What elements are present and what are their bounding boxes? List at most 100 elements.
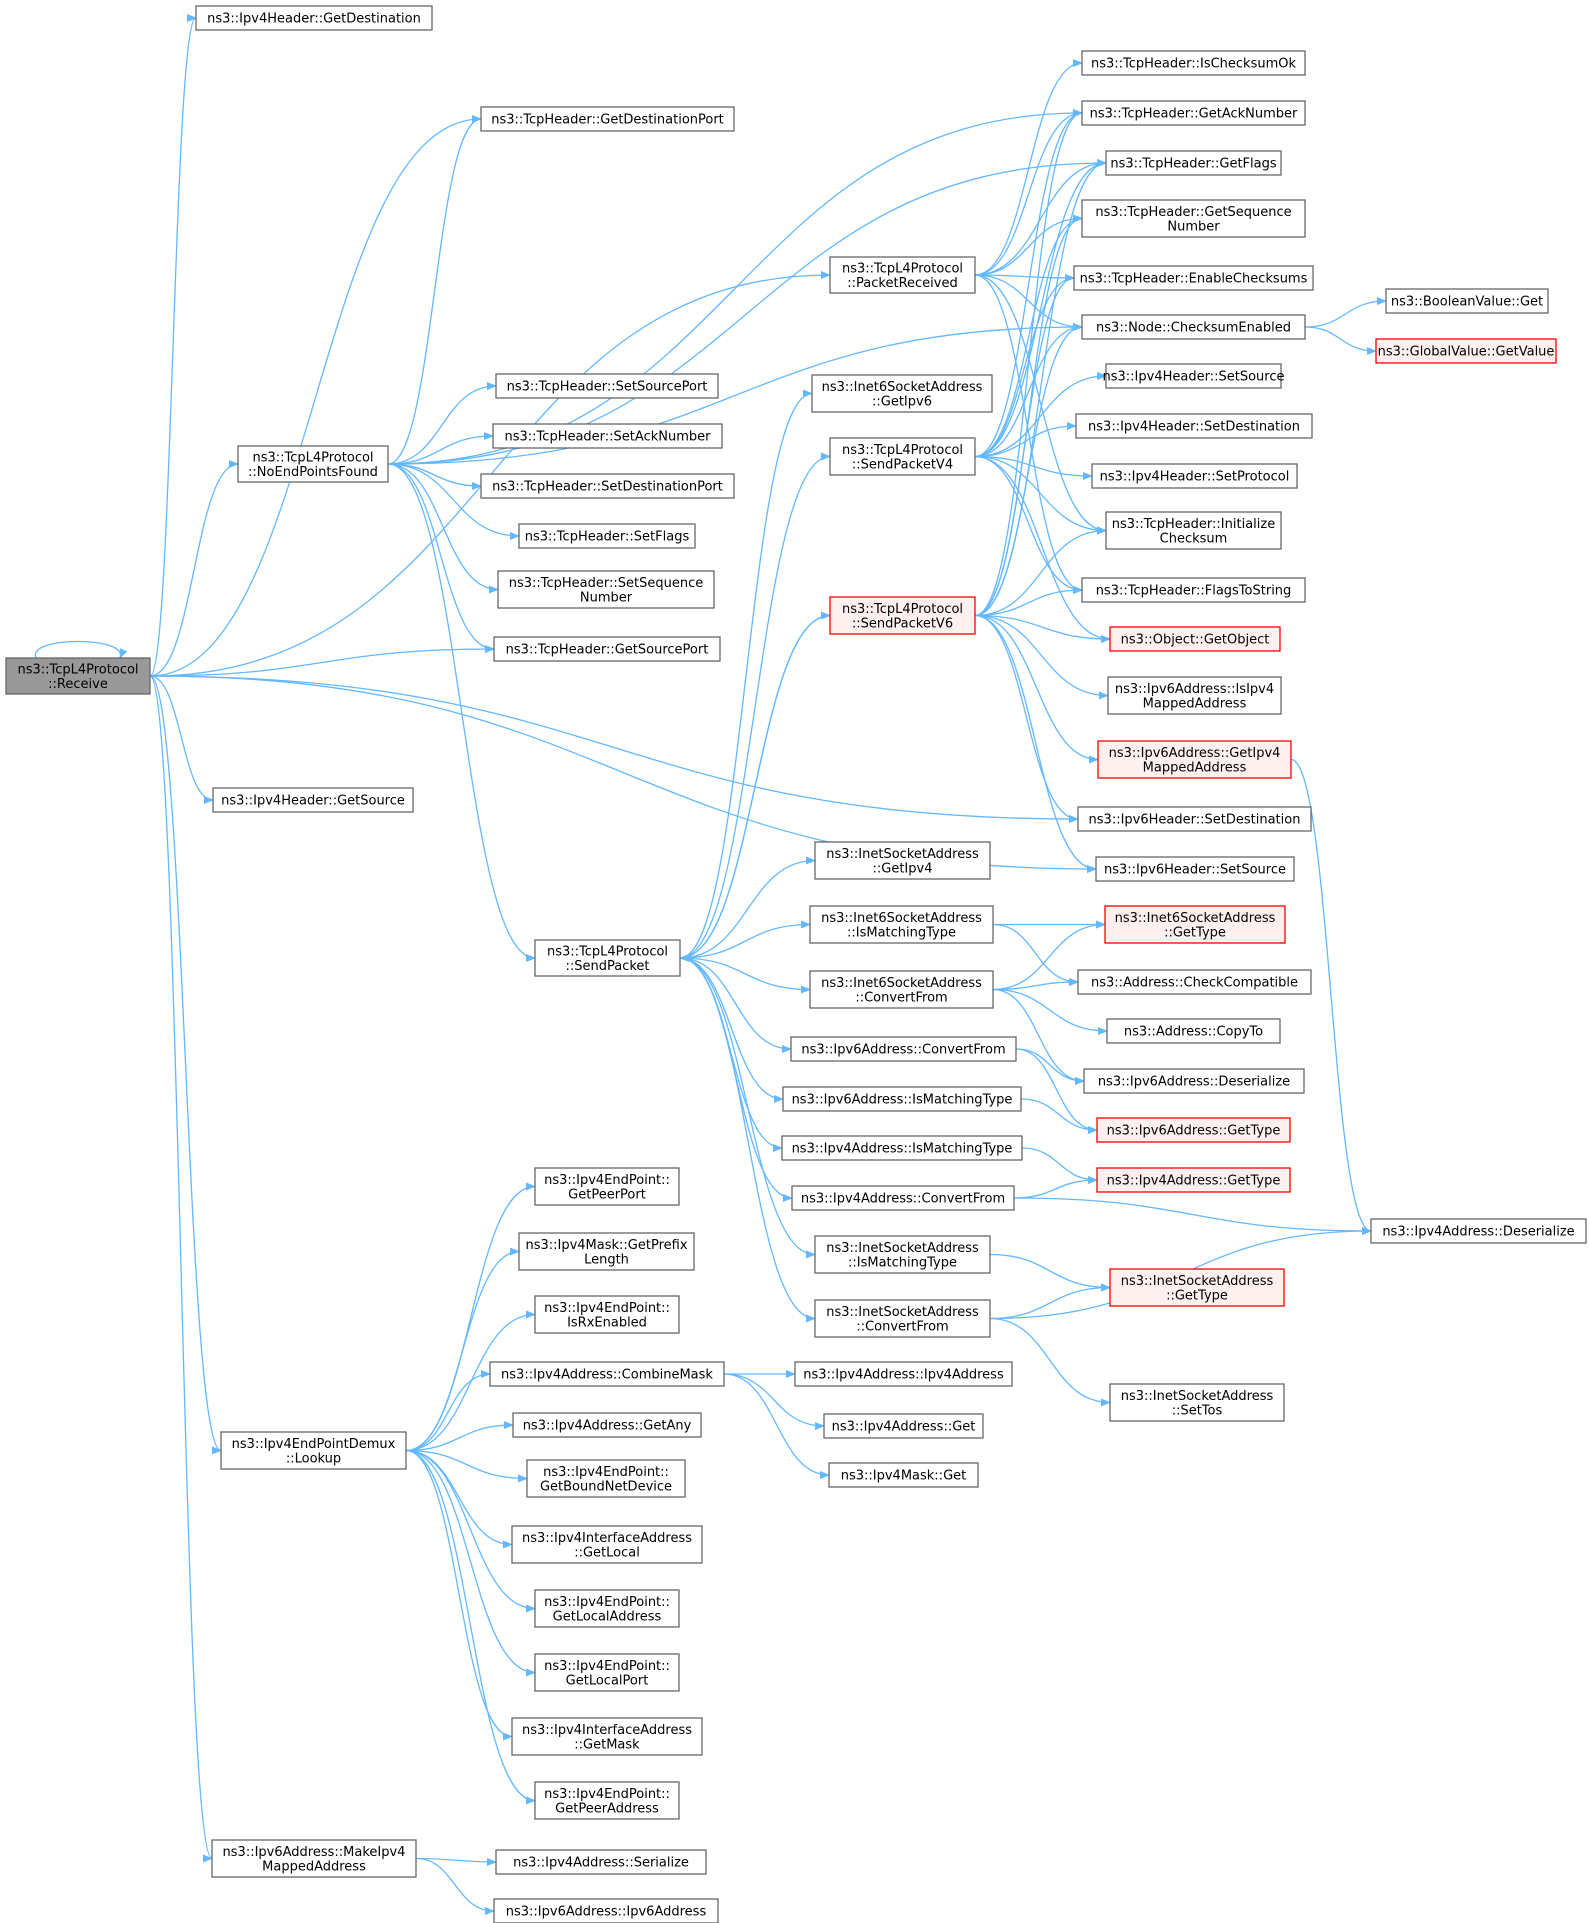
node-th_setack[interactable]: ns3::TcpHeader::SetAckNumber [492, 423, 723, 449]
node-v6a_gettype[interactable]: ns3::Ipv6Address::GetType [1096, 1117, 1291, 1143]
node-box[interactable] [794, 1361, 1013, 1387]
node-box[interactable] [1081, 50, 1306, 76]
node-box[interactable] [497, 570, 715, 609]
node-box[interactable] [518, 1232, 695, 1271]
node-box[interactable] [512, 1412, 702, 1438]
node-v6h_setdest[interactable]: ns3::Ipv6Header::SetDestination [1077, 806, 1312, 832]
node-box[interactable] [237, 445, 389, 483]
node-box[interactable] [781, 1135, 1023, 1161]
node-box[interactable] [1107, 676, 1282, 715]
node-demux_lookup[interactable]: ns3::Ipv4EndPointDemux::Lookup [220, 1431, 407, 1470]
node-box[interactable] [534, 1653, 680, 1692]
node-box[interactable] [212, 787, 414, 813]
node-th_setdestport[interactable]: ns3::TcpHeader::SetDestinationPort [480, 473, 735, 499]
node-box[interactable] [1081, 199, 1306, 238]
node-box[interactable] [1370, 1218, 1587, 1244]
node-isa_gettype[interactable]: ns3::InetSocketAddress::GetType [1109, 1268, 1285, 1307]
node-box[interactable] [1077, 969, 1312, 995]
node-v4ep_getpeeraddr[interactable]: ns3::Ipv4EndPoint::GetPeerAddress [534, 1781, 680, 1820]
node-box[interactable] [1105, 150, 1282, 176]
node-box[interactable] [1073, 265, 1314, 291]
node-v4a_getany[interactable]: ns3::Ipv4Address::GetAny [512, 1412, 702, 1438]
node-th_getack[interactable]: ns3::TcpHeader::GetAckNumber [1081, 100, 1306, 126]
node-gv_getvalue[interactable]: ns3::GlobalValue::GetValue [1375, 338, 1557, 364]
node-isa_convert[interactable]: ns3::InetSocketAddress::ConvertFrom [814, 1299, 991, 1338]
node-box[interactable] [534, 1781, 680, 1820]
node-th_enablechk[interactable]: ns3::TcpHeader::EnableChecksums [1073, 265, 1314, 291]
node-bool_get[interactable]: ns3::BooleanValue::Get [1385, 288, 1549, 314]
node-box[interactable] [1081, 100, 1306, 126]
node-box[interactable] [1081, 577, 1306, 603]
node-box[interactable] [829, 596, 976, 635]
node-v4h_setsrc[interactable]: ns3::Ipv4Header::SetSource [1103, 363, 1285, 389]
node-box[interactable] [828, 1462, 979, 1488]
node-sendpacket[interactable]: ns3::TcpL4Protocol::SendPacket [534, 939, 681, 977]
node-v4a_get[interactable]: ns3::Ipv4Address::Get [823, 1413, 984, 1439]
node-v6a_ismatch[interactable]: ns3::Ipv6Address::IsMatchingType [782, 1086, 1022, 1112]
node-box[interactable] [1091, 463, 1298, 489]
node-v4ia_getmask[interactable]: ns3::Ipv4InterfaceAddress::GetMask [511, 1717, 703, 1756]
node-box[interactable] [782, 1086, 1022, 1112]
node-th_ischk[interactable]: ns3::TcpHeader::IsChecksumOk [1081, 50, 1306, 76]
node-box[interactable] [1109, 1383, 1285, 1422]
node-th_getflags[interactable]: ns3::TcpHeader::GetFlags [1105, 150, 1282, 176]
node-isa_ismatch[interactable]: ns3::InetSocketAddress::IsMatchingType [814, 1235, 991, 1274]
node-v4h_getsrc[interactable]: ns3::Ipv4Header::GetSource [212, 787, 414, 813]
node-v6a_convert[interactable]: ns3::Ipv6Address::ConvertFrom [790, 1036, 1017, 1062]
node-obj_getobj[interactable]: ns3::Object::GetObject [1109, 626, 1281, 652]
node-box[interactable] [809, 970, 994, 1009]
node-box[interactable] [492, 423, 723, 449]
node-v4h_setproto[interactable]: ns3::Ipv4Header::SetProtocol [1091, 463, 1298, 489]
node-sendv4[interactable]: ns3::TcpL4Protocol::SendPacketV4 [829, 437, 976, 476]
node-box[interactable] [480, 473, 735, 499]
node-box[interactable] [1385, 288, 1549, 314]
node-box[interactable] [791, 1185, 1015, 1211]
node-box[interactable] [1095, 856, 1295, 882]
node-node_chk[interactable]: ns3::Node::ChecksumEnabled [1081, 314, 1306, 340]
node-i6sa_convert[interactable]: ns3::Inet6SocketAddress::ConvertFrom [809, 970, 994, 1009]
node-v4ep_getbound[interactable]: ns3::Ipv4EndPoint::GetBoundNetDevice [526, 1459, 686, 1498]
node-box[interactable] [489, 1361, 725, 1387]
node-v4ep_getlocaladdr[interactable]: ns3::Ipv4EndPoint::GetLocalAddress [534, 1589, 680, 1628]
node-v4h_getdest[interactable]: ns3::Ipv4Header::GetDestination [195, 5, 433, 31]
node-box[interactable] [790, 1036, 1017, 1062]
node-sendv6[interactable]: ns3::TcpL4Protocol::SendPacketV6 [829, 596, 976, 635]
node-box[interactable] [829, 256, 976, 294]
node-th_flagstostr[interactable]: ns3::TcpHeader::FlagsToString [1081, 577, 1306, 603]
node-box[interactable] [518, 523, 696, 549]
node-v4h_setdest[interactable]: ns3::Ipv4Header::SetDestination [1075, 413, 1313, 439]
node-box[interactable] [1097, 740, 1292, 779]
node-box[interactable] [493, 636, 721, 662]
node-box[interactable] [814, 1299, 991, 1338]
node-box[interactable] [211, 1839, 417, 1878]
node-i6sa_gettype[interactable]: ns3::Inet6SocketAddress::GetType [1104, 905, 1286, 944]
node-v6h_setsrc[interactable]: ns3::Ipv6Header::SetSource [1095, 856, 1295, 882]
node-box[interactable] [534, 1295, 680, 1334]
node-box[interactable] [809, 905, 994, 944]
node-box[interactable] [1083, 1068, 1305, 1094]
node-box[interactable] [823, 1413, 984, 1439]
node-box[interactable] [1075, 413, 1313, 439]
node-packetreceived[interactable]: ns3::TcpL4Protocol::PacketReceived [829, 256, 976, 294]
node-box[interactable] [1096, 1117, 1291, 1143]
node-v4a_serialize[interactable]: ns3::Ipv4Address::Serialize [495, 1849, 707, 1875]
node-i6sa_ismatch[interactable]: ns3::Inet6SocketAddress::IsMatchingType [809, 905, 994, 944]
node-box[interactable] [534, 1589, 680, 1628]
node-i6sa_getipv6[interactable]: ns3::Inet6SocketAddress::GetIpv6 [811, 374, 993, 413]
node-box[interactable] [534, 1167, 680, 1206]
node-v4ep_getpeerport[interactable]: ns3::Ipv4EndPoint::GetPeerPort [534, 1167, 680, 1206]
node-v4ep_isrx[interactable]: ns3::Ipv4EndPoint::IsRxEnabled [534, 1295, 680, 1334]
node-v4a_combine[interactable]: ns3::Ipv4Address::CombineMask [489, 1361, 725, 1387]
node-th_setflags[interactable]: ns3::TcpHeader::SetFlags [518, 523, 696, 549]
node-box[interactable] [1081, 314, 1306, 340]
node-box[interactable] [829, 437, 976, 476]
node-isa_getipv4[interactable]: ns3::InetSocketAddress::GetIpv4 [814, 841, 991, 880]
node-box[interactable] [1077, 806, 1312, 832]
node-v6a_deser[interactable]: ns3::Ipv6Address::Deserialize [1083, 1068, 1305, 1094]
node-v6a_ctor[interactable]: ns3::Ipv6Address::Ipv6Address [493, 1898, 719, 1923]
